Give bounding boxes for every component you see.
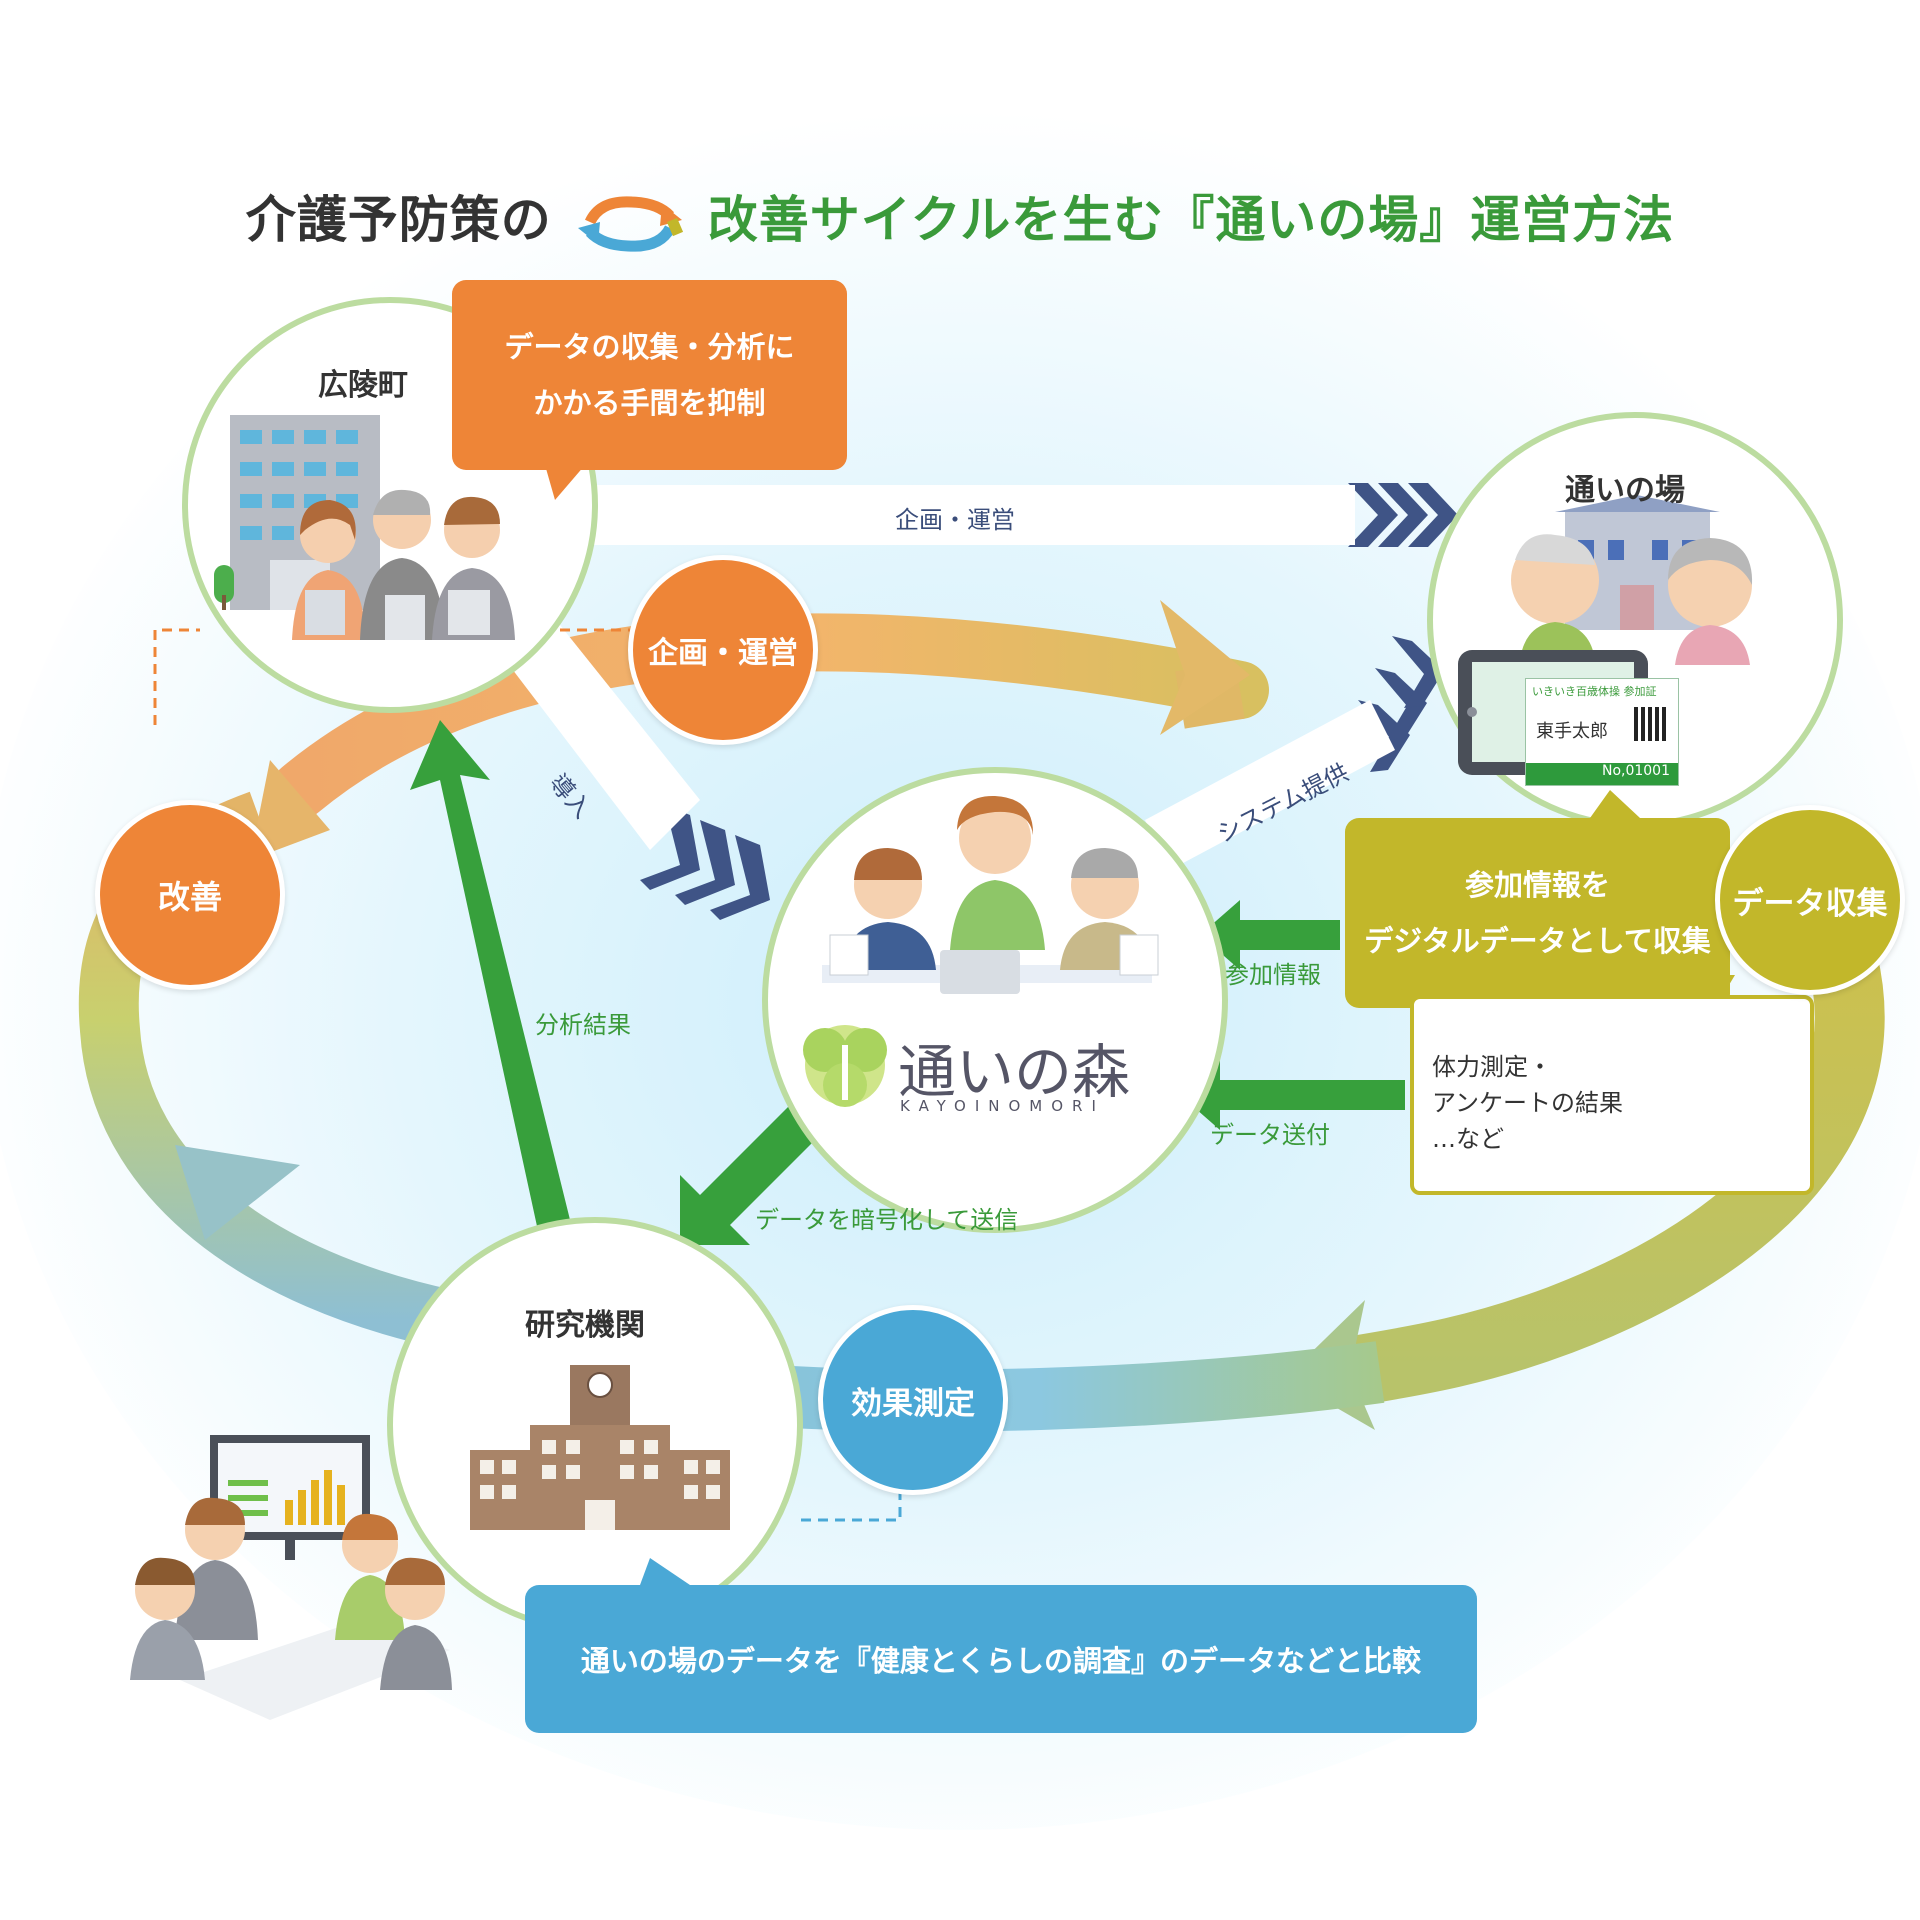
flow-analysis-label: 分析結果 xyxy=(535,1011,631,1039)
badge-data-collection: データ収集 xyxy=(1715,805,1905,995)
flow-plan-label: 企画・運営 xyxy=(895,506,1015,534)
page-title: 介護予防策の 改善サイクルを生む『通いの場』運営方法 xyxy=(0,180,1920,254)
town-staff-illustration xyxy=(292,489,515,640)
callout-digital-line1: 参加情報を xyxy=(1464,868,1610,902)
title-part1: 介護予防策の xyxy=(245,191,552,249)
card-number: No,01001 xyxy=(1526,763,1678,785)
title-part2: 改善サイクルを生む『通いの場』運営方法 xyxy=(707,191,1675,249)
meeting-illustration xyxy=(130,1435,452,1720)
logo-roman: KAYOINOMORI xyxy=(900,1097,1105,1115)
callout-effort-line2: かかる手間を抑制 xyxy=(533,386,766,420)
center-team-illustration xyxy=(822,795,1159,994)
flow-encrypt-label: データを暗号化して送信 xyxy=(755,1206,1019,1234)
flow-send-label: データ送付 xyxy=(1210,1121,1330,1149)
logo-name: 通いの森 xyxy=(898,1038,1131,1106)
results-box: 体力測定・ アンケートの結果 …など xyxy=(1410,995,1814,1195)
callout-comparison-text: 通いの場のデータを『健康とくらしの調査』のデータなどと比較 xyxy=(580,1644,1422,1678)
callout-data-comparison: 通いの場のデータを『健康とくらしの調査』のデータなどと比較 xyxy=(525,1585,1477,1733)
badge-effect-measurement: 効果測定 xyxy=(818,1305,1008,1495)
node-research-label: 研究機関 xyxy=(525,1308,645,1343)
node-venue-label: 通いの場 xyxy=(1565,473,1685,508)
results-line1: 体力測定・ xyxy=(1432,1053,1552,1081)
participation-card: いきいき百歳体操 参加証 東手太郎 No,01001 xyxy=(1525,678,1679,786)
office-building-illustration xyxy=(214,415,380,610)
research-building-illustration xyxy=(470,1365,730,1530)
node-town-label: 広陵町 xyxy=(318,368,408,403)
kayoinomori-logo-mark xyxy=(803,1025,887,1107)
results-line3: …など xyxy=(1432,1125,1504,1153)
results-line2: アンケートの結果 xyxy=(1432,1089,1624,1117)
card-number-text: No,01001 xyxy=(1601,763,1670,779)
callout-effort-reduction: データの収集・分析に かかる手間を抑制 xyxy=(452,280,847,470)
card-header: いきいき百歳体操 参加証 xyxy=(1532,685,1657,698)
callout-effort-line1: データの収集・分析に xyxy=(504,330,795,364)
card-name: 東手太郎 xyxy=(1536,721,1608,742)
flow-participation-label: 参加情報 xyxy=(1225,961,1321,989)
cycle-icon xyxy=(570,194,690,254)
qr-code-icon xyxy=(1634,707,1668,741)
badge-improve: 改善 xyxy=(95,800,285,990)
callout-digital-collection: 参加情報を デジタルデータとして収集 xyxy=(1345,818,1730,1008)
badge-plan-operate: 企画・運営 xyxy=(628,555,818,745)
callout-digital-line2: デジタルデータとして収集 xyxy=(1364,924,1711,958)
